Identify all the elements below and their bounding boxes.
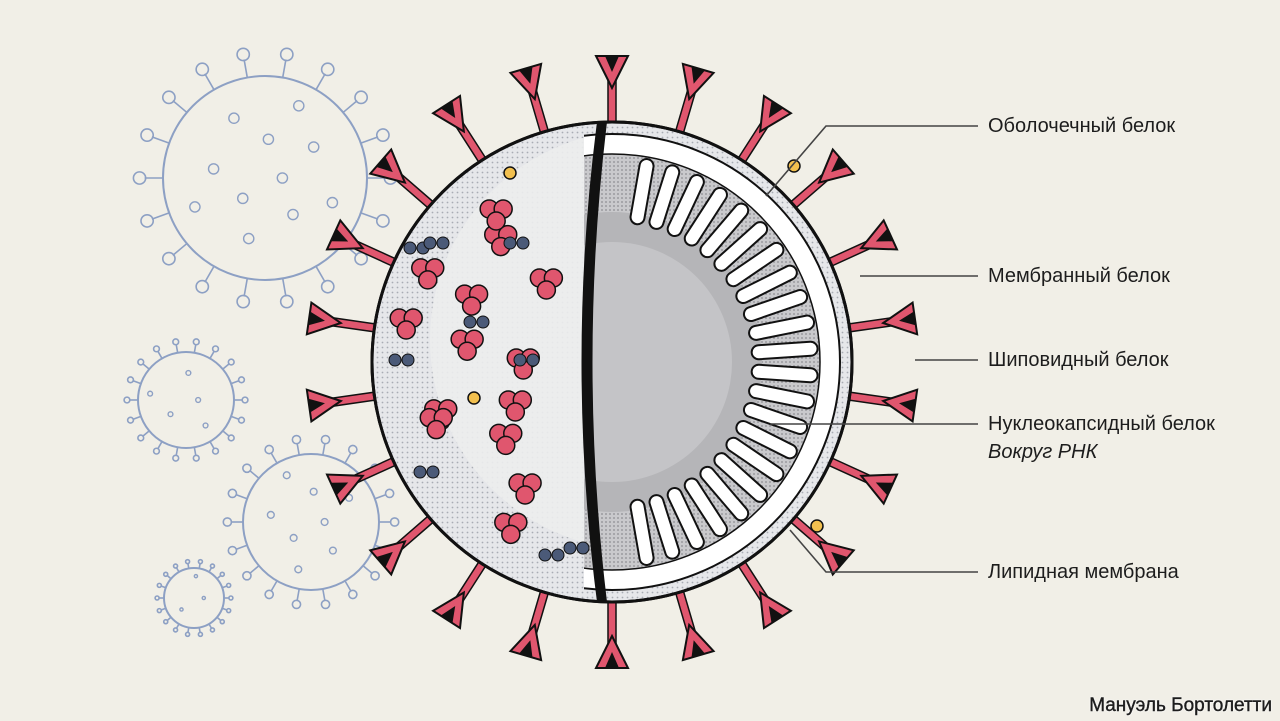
membrane-protein — [413, 465, 440, 479]
surface-spike — [454, 284, 489, 316]
virion-outline — [370, 120, 854, 604]
envelope-protein — [810, 519, 824, 533]
spike-protein — [673, 62, 716, 140]
spike-protein — [305, 388, 382, 424]
label-envelope-protein: Оболочечный белок — [988, 115, 1176, 137]
surface-spike — [508, 473, 542, 505]
spike-protein — [785, 147, 856, 213]
spike-protein — [325, 218, 402, 270]
rna-coil — [699, 465, 750, 522]
rna-coil — [742, 289, 809, 323]
spike-proteins — [305, 55, 919, 669]
rna-coil — [725, 436, 785, 483]
envelope-protein — [503, 166, 517, 180]
surface-spike — [489, 423, 523, 456]
membrane-protein — [513, 353, 540, 367]
surface-proteins — [389, 199, 564, 545]
rna-coil — [699, 202, 750, 259]
rna-coil — [750, 340, 819, 361]
background-virus — [222, 434, 400, 610]
virion-cross-section — [584, 120, 854, 604]
surface-spike — [494, 512, 528, 545]
rna-coil — [648, 164, 681, 230]
membrane-protein — [423, 236, 450, 250]
rna-coil — [735, 419, 798, 460]
surface-spike — [419, 407, 453, 440]
rna-coil — [742, 401, 809, 435]
spike-protein — [594, 55, 630, 129]
spike-protein — [431, 555, 490, 630]
label-spike-protein: Шиповидный белок — [988, 349, 1169, 371]
membrane-protein — [388, 353, 415, 367]
membrane-protein — [563, 541, 590, 555]
surface-spike — [411, 258, 445, 290]
rna-coil — [629, 498, 655, 566]
surface-spike — [498, 390, 533, 422]
membrane-proteins — [388, 159, 824, 562]
spike-protein — [594, 595, 630, 669]
virion-surface-highlight — [430, 137, 584, 543]
background-virus — [154, 558, 234, 638]
background-viruses — [123, 47, 400, 638]
virion-body — [370, 120, 854, 604]
spike-protein — [842, 388, 919, 424]
rna-coil — [629, 158, 655, 226]
spike-protein — [822, 218, 899, 270]
membrane-protein — [463, 315, 490, 329]
membrane-protein — [503, 236, 530, 250]
spike-protein — [822, 454, 899, 506]
credit-text: Мануэль Бортолетти — [1089, 695, 1272, 716]
rna-coil — [683, 477, 728, 538]
surface-spike — [529, 268, 564, 300]
rna-coil — [683, 186, 728, 247]
label-membrane-protein: Мембранный белок — [988, 265, 1170, 287]
nucleocapsid-rna-coils — [629, 158, 819, 566]
leader-envelope-protein — [765, 125, 978, 197]
surface-spike — [389, 308, 423, 340]
membrane-protein — [538, 548, 565, 562]
label-nucleocapsid-protein: Нуклеокапсидный белок — [988, 413, 1215, 435]
rna-coil — [648, 494, 681, 560]
label-lipid-membrane: Липидная мембрана — [988, 561, 1179, 583]
rna-coil — [748, 314, 816, 341]
cut-edge — [581, 122, 607, 602]
envelope-protein — [787, 159, 801, 173]
rna-coil — [750, 363, 819, 384]
leader-lines — [765, 125, 978, 573]
spike-protein — [673, 584, 716, 662]
spike-protein — [842, 300, 919, 336]
rna-coil — [713, 221, 769, 272]
capsid-core-inner — [584, 242, 732, 482]
spike-protein — [305, 300, 382, 336]
envelope-protein — [467, 391, 481, 405]
spike-protein — [508, 584, 551, 662]
surface-spike — [450, 329, 484, 361]
spike-protein — [431, 94, 490, 169]
rna-coil — [713, 452, 769, 503]
surface-spike — [479, 199, 513, 231]
rna-coil — [735, 264, 798, 305]
rna-coil — [725, 241, 785, 288]
spike-protein — [368, 147, 439, 213]
rna-coil — [666, 173, 705, 238]
background-virus — [123, 338, 249, 462]
spike-protein — [785, 511, 856, 577]
rna-coil — [748, 383, 816, 410]
label-around-rna: Вокруг РНК — [988, 441, 1098, 463]
leader-lipid-membrane — [789, 529, 978, 573]
spike-protein — [325, 454, 402, 506]
background-virus — [132, 47, 398, 309]
rna-coil — [666, 486, 705, 551]
